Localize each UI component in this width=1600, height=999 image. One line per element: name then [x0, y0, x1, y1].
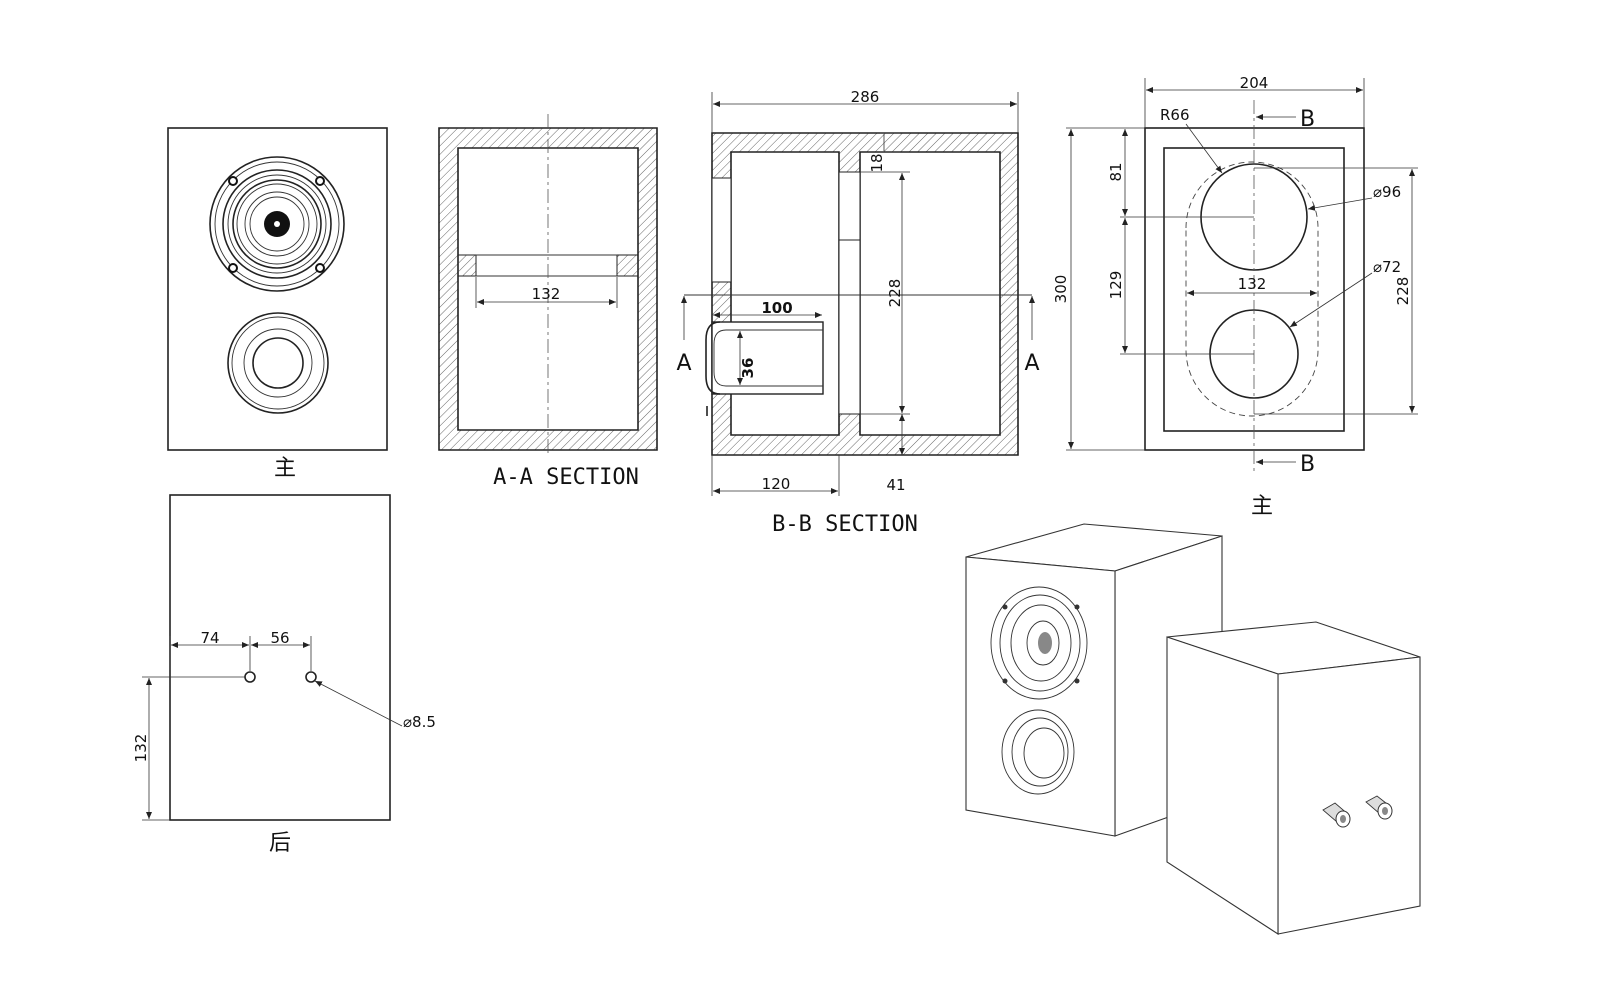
port-tube-icon [705, 321, 824, 416]
rear-view: 74 56 132 ⌀8.5 后 [132, 494, 436, 856]
rear-height-value: 132 [132, 734, 150, 763]
width-value: 286 [851, 88, 880, 106]
isometric-rear-speaker [1166, 621, 1421, 936]
diameter-small-label: ⌀72 [1373, 258, 1401, 276]
svg-text:B: B [1300, 452, 1315, 477]
hole-diameter-label: ⌀8.5 [403, 713, 436, 731]
left-offset-value: 74 [200, 629, 219, 647]
front-view: 主 [167, 127, 388, 481]
port-length-value: 100 [761, 299, 792, 317]
cut-marker-a-right: A [1024, 296, 1040, 376]
woofer-icon [209, 156, 345, 292]
port-diameter-value: 36 [739, 358, 757, 379]
front-panel-view: 204 300 81 129 132 228 R66 ⌀96 ⌀72 B B 主 [1052, 74, 1418, 519]
left-depth-value: 120 [762, 475, 791, 493]
terminal-hole-right [305, 671, 317, 683]
cut-marker-b-top: B [1256, 107, 1315, 132]
port-spacing-value: 132 [532, 285, 561, 303]
driver-spacing-value: 129 [1107, 271, 1125, 300]
cut-marker-a-left: A [676, 296, 692, 376]
svg-text:B: B [1300, 107, 1315, 132]
terminal-icon [1365, 795, 1393, 820]
iso-woofer-icon [990, 586, 1088, 700]
front-panel-label: 主 [1251, 494, 1273, 519]
terminal-spacing-value: 56 [270, 629, 289, 647]
diameter-large-label: ⌀96 [1373, 183, 1401, 201]
slot-outline [1185, 161, 1319, 417]
top-wall-value: 18 [868, 153, 886, 172]
svg-text:A: A [1024, 351, 1039, 376]
front-view-label: 主 [274, 456, 296, 481]
radius-label: R66 [1160, 106, 1190, 124]
section-bb: 286 18 228 100 36 120 41 A A B-B SECTION [676, 88, 1039, 537]
svg-text:A: A [676, 351, 691, 376]
top-offset-value: 81 [1107, 162, 1125, 181]
inner-height-value: 228 [886, 279, 904, 308]
port-icon [227, 312, 329, 414]
terminal-icon [1322, 802, 1351, 828]
front-view-outline [167, 127, 388, 451]
iso-port-icon [1001, 709, 1075, 795]
section-bb-title: B-B SECTION [772, 512, 918, 537]
slot-width-value: 132 [1238, 275, 1267, 293]
panel-height-value: 300 [1052, 275, 1070, 304]
cut-marker-b-bottom: B [1256, 452, 1315, 477]
front-panel-outline [1144, 127, 1365, 451]
section-aa: 132 A-A SECTION [438, 114, 658, 490]
rear-view-outline [169, 494, 391, 821]
bottom-gap-value: 41 [886, 476, 905, 494]
slot-height-value: 228 [1394, 277, 1412, 306]
section-aa-title: A-A SECTION [493, 465, 639, 490]
rear-view-label: 后 [269, 831, 291, 856]
panel-width-value: 204 [1240, 74, 1269, 92]
terminal-hole-left [244, 671, 256, 683]
